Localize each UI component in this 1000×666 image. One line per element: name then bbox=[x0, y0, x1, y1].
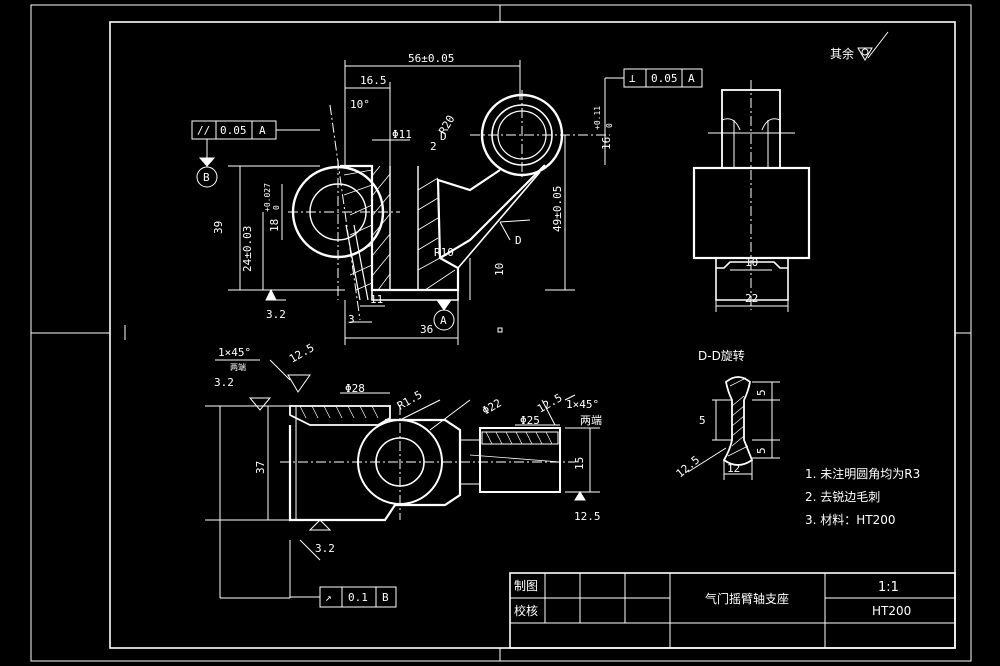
dim-16-5: 16.5 bbox=[360, 74, 387, 87]
surface-finish-others: 其余 bbox=[830, 31, 889, 61]
dim-39: 39 bbox=[212, 221, 225, 234]
roughness-right-125: 12.5 bbox=[574, 510, 601, 523]
note-2: 2. 去锐边毛刺 bbox=[805, 490, 880, 504]
dim-36: 36 bbox=[420, 323, 433, 336]
fcf-parallel: // 0.05 A bbox=[191, 120, 320, 150]
section-dim-5a: 5 bbox=[755, 389, 768, 396]
side-dim-10: 10 bbox=[745, 256, 758, 269]
tb-row2-label: 校核 bbox=[514, 603, 538, 618]
fcf-perpendicular: ⊥ 0.05 A bbox=[604, 68, 703, 105]
bottom-dim-R1-5: R1.5 bbox=[395, 388, 424, 413]
dim-18-tol-low: 0 bbox=[272, 205, 281, 210]
tb-material: HT200 bbox=[872, 604, 911, 618]
dim-R10: R10 bbox=[434, 246, 454, 259]
side-view-labels: 10 22 bbox=[745, 256, 758, 305]
fcf-runout-datum: B bbox=[382, 591, 389, 604]
bottom-dim-12-5b: 12.5 bbox=[535, 391, 564, 416]
roughness-bottom-32: 3.2 bbox=[315, 542, 335, 555]
fcf-perp-value: 0.05 bbox=[651, 72, 678, 85]
dim-2: 2 bbox=[430, 140, 437, 153]
section-dd-title: D-D旋转 bbox=[698, 348, 745, 363]
dim-56: 56±0.05 bbox=[408, 52, 454, 65]
dim-D-top: D bbox=[440, 130, 447, 143]
tb-part-name: 气门摇臂轴支座 bbox=[705, 591, 789, 606]
fcf-perp-datum: A bbox=[688, 72, 695, 85]
chamfer-right-note: 两端 bbox=[580, 414, 602, 427]
tb-row1-label: 制图 bbox=[514, 579, 538, 593]
datum-A: A bbox=[440, 314, 447, 327]
bottom-dim-25: Φ25 bbox=[520, 414, 540, 427]
others-label: 其余 bbox=[830, 46, 854, 61]
dim-11-top: Φ11 bbox=[392, 128, 412, 141]
chamfer-left-note: 两端 bbox=[230, 362, 246, 372]
technical-notes: 1. 未注明圆角均为R3 2. 去锐边毛刺 3. 材料：HT200 bbox=[805, 466, 920, 527]
bottom-dim-12-5: 12.5 bbox=[287, 341, 316, 366]
bottom-dim-28: Φ28 bbox=[345, 382, 365, 395]
fcf-parallel-value: 0.05 bbox=[220, 124, 247, 137]
fcf-runout-value: 0.1 bbox=[348, 591, 368, 604]
bottom-view-labels: 1×45° 两端 3.2 12.5 Φ28 R1.5 Φ22 12.5 1×45… bbox=[214, 341, 602, 555]
dim-49: 49±0.05 bbox=[551, 186, 564, 232]
section-dim-5c: 5 bbox=[755, 447, 768, 454]
fcf-runout-symbol: ↗ bbox=[325, 591, 332, 604]
tb-scale: 1:1 bbox=[878, 580, 899, 595]
section-dim-12-5: 12.5 bbox=[674, 453, 703, 480]
datum-B: B bbox=[203, 171, 210, 184]
front-view bbox=[196, 60, 610, 345]
fcf-runout: ↗ 0.1 B bbox=[290, 586, 397, 608]
dim-16-tol: +0.11 bbox=[593, 106, 602, 130]
fcf-perp-symbol: ⊥ bbox=[629, 72, 636, 85]
title-block-text: 制图 校核 气门摇臂轴支座 1:1 HT200 bbox=[514, 579, 911, 618]
dim-16-top: 16 bbox=[600, 137, 613, 150]
dim-24: 24±0.03 bbox=[241, 226, 254, 272]
fcf-parallel-symbol: // bbox=[197, 124, 210, 137]
section-dd bbox=[687, 376, 780, 480]
section-dim-12: 12 bbox=[727, 462, 740, 475]
chamfer-right: 1×45° bbox=[566, 398, 599, 411]
title-block bbox=[509, 572, 956, 649]
dim-11-bot: 11 bbox=[370, 293, 383, 306]
bottom-dim-37: 37 bbox=[254, 461, 267, 474]
fcf-parallel-datum: A bbox=[259, 124, 266, 137]
roughness-left-32: 3.2 bbox=[214, 376, 234, 389]
section-dim-5b: 5 bbox=[699, 414, 706, 427]
bottom-dim-22: Φ22 bbox=[480, 396, 504, 417]
sheet-frame bbox=[30, 4, 972, 662]
dim-10: 10 bbox=[493, 263, 506, 276]
note-3: 3. 材料：HT200 bbox=[805, 513, 896, 527]
bottom-view bbox=[205, 359, 600, 599]
roughness-front: 3.2 bbox=[266, 308, 286, 321]
dim-18-tol: +0.027 bbox=[263, 183, 272, 212]
side-view bbox=[692, 80, 811, 312]
bottom-dim-15: 15 bbox=[573, 457, 586, 470]
chamfer-left: 1×45° bbox=[218, 346, 251, 359]
side-dim-22: 22 bbox=[745, 292, 758, 305]
dim-10deg: 10° bbox=[350, 98, 370, 111]
marker-square bbox=[497, 327, 503, 333]
note-1: 1. 未注明圆角均为R3 bbox=[805, 466, 920, 481]
dim-18: 18 bbox=[268, 219, 281, 232]
section-dd-labels: D-D旋转 5 5 5 12 12.5 bbox=[674, 348, 768, 480]
front-view-labels: 56±0.05 16.5 10° Φ11 R20 2 D 16 +0.11 0 … bbox=[203, 52, 614, 336]
dim-D-cut: D bbox=[515, 234, 522, 247]
dim-3: 3 bbox=[348, 313, 355, 326]
dim-16-tol-low: 0 bbox=[605, 123, 614, 128]
